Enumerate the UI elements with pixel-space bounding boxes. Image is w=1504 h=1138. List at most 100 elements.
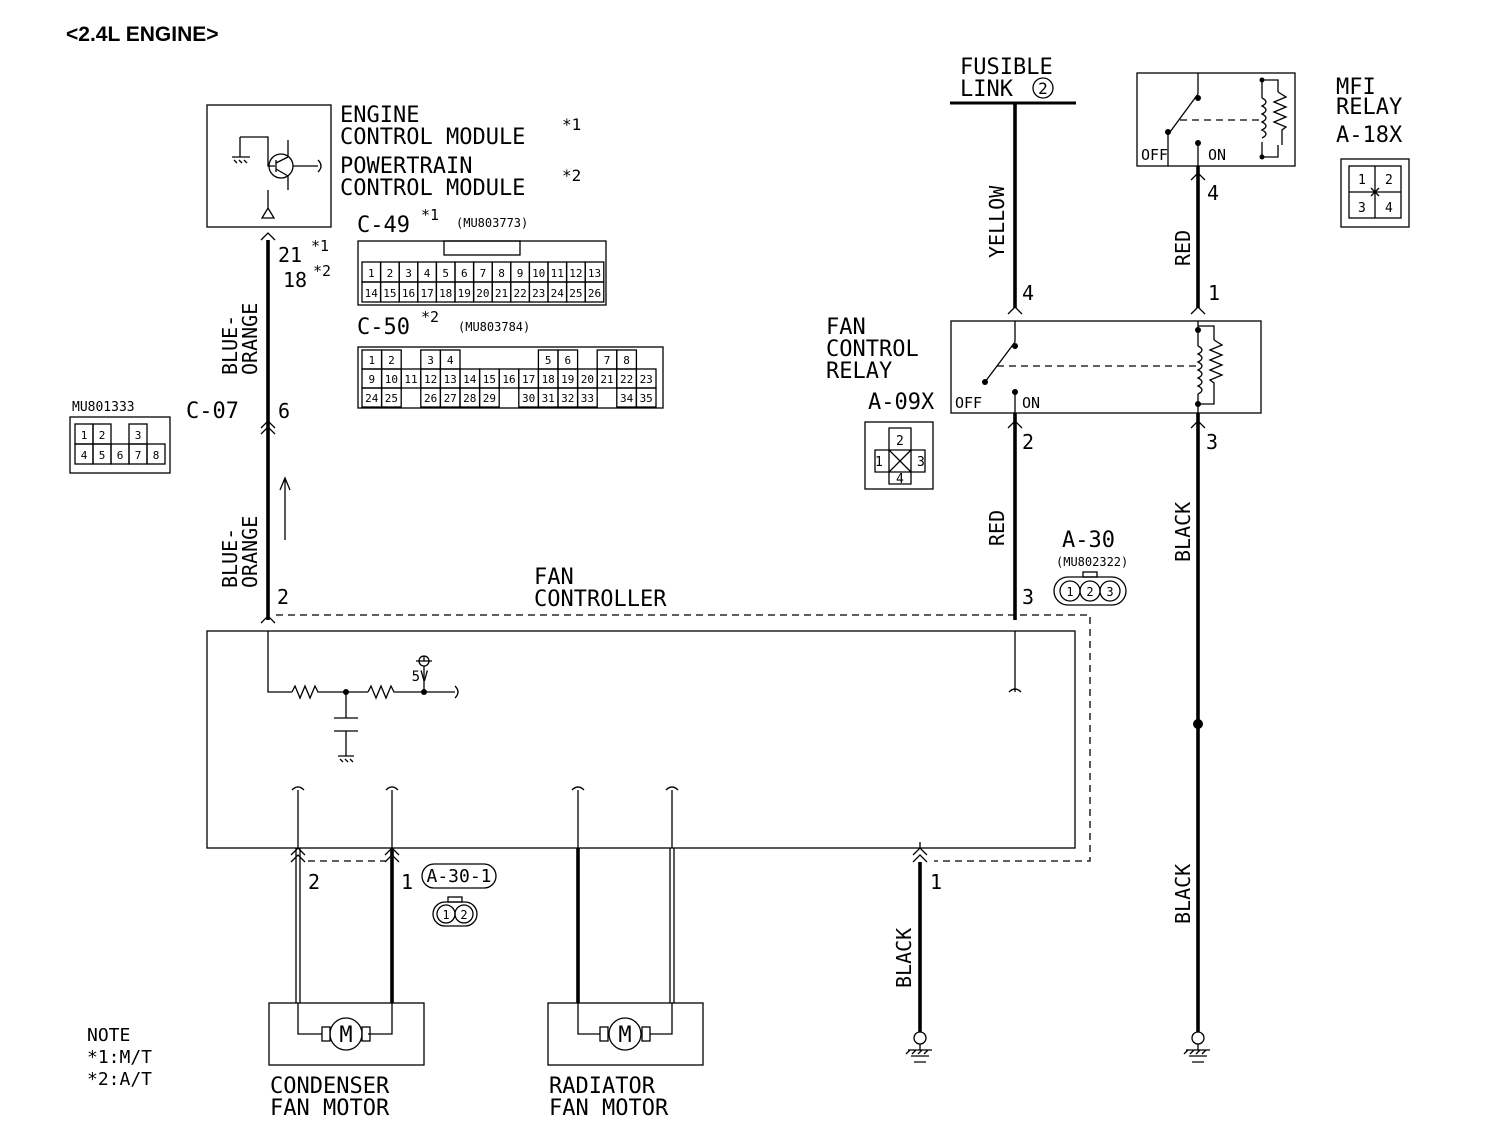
c50-part: (MU803784) [458, 320, 530, 334]
c49-pin-label: 13 [588, 267, 601, 280]
c49-pin-label: 5 [442, 267, 449, 280]
fan-controller-box [206, 630, 1076, 849]
c50-pin-label: 3 [427, 354, 434, 367]
c50-pin-label: 34 [620, 392, 634, 405]
c50-mark: *2 [421, 308, 439, 326]
fusible-number: 2 [1038, 79, 1048, 98]
fcr-grid-1: 1 [875, 455, 883, 470]
c50-pin-label: 4 [447, 354, 454, 367]
a301-pin-1: 1 [401, 870, 413, 894]
condenser-motor-symbol: M [339, 1023, 352, 1048]
c50-pin-label: 29 [483, 392, 496, 405]
c49-pin-label: 14 [365, 287, 379, 300]
ecm-label-line2: CONTROL MODULE [340, 125, 525, 150]
mfi-pin-4: 4 [1207, 181, 1219, 205]
c49-pin-label: 19 [458, 287, 471, 300]
c07-pin-label: 4 [81, 449, 88, 462]
c50-pin-label: 9 [368, 373, 375, 386]
c49-pin-label: 3 [405, 267, 412, 280]
fcr-pin-3: 3 [1206, 430, 1218, 454]
pcm-mark: *2 [562, 166, 581, 185]
c50-pin-label: 19 [561, 373, 574, 386]
c50-pin-label: 2 [388, 354, 395, 367]
wire-label-blue-orange-top: BLUE-ORANGE [218, 303, 262, 375]
c50-pin-label: 17 [522, 373, 535, 386]
c50-pin-label: 1 [368, 354, 375, 367]
c49-pin-label: 20 [476, 287, 489, 300]
fcr-pin-2: 2 [1022, 430, 1034, 454]
condenser-fan-motor [268, 1002, 425, 1066]
fan-controller-label-line1: FAN [534, 565, 574, 590]
fcr-grid-2: 2 [896, 434, 904, 449]
c49-pin-label: 26 [588, 287, 601, 300]
c07-name: C-07 [186, 399, 239, 424]
wire-label-black-upper: BLACK [1171, 502, 1195, 562]
fusible-number-circle [1032, 77, 1054, 99]
ecm-pin-21-mark: *1 [311, 237, 329, 255]
c49-pin-label: 18 [439, 287, 452, 300]
pcm-label-line1: POWERTRAIN [340, 154, 472, 179]
c50-pin-label: 33 [581, 392, 594, 405]
mfi-relay-label-line1: MFI [1336, 75, 1376, 100]
fcr-label-line2: CONTROL [826, 337, 919, 362]
c49-pin-label: 8 [498, 267, 505, 280]
wire-label-black-lower: BLACK [1171, 864, 1195, 924]
note-line1: *1:M/T [87, 1047, 152, 1068]
c07-pin-label: 3 [135, 429, 142, 442]
a301-grid-2: 2 [460, 908, 467, 922]
a301-name-box [421, 863, 497, 889]
c50-pin-label: 21 [600, 373, 613, 386]
mfi-off-label: OFF [1141, 146, 1168, 164]
wire-label-black-fc: BLACK [892, 928, 916, 988]
c49-name: C-49 [357, 213, 410, 238]
a30-pin-3: 3 [1106, 585, 1113, 599]
header-title: <2.4L ENGINE> [66, 23, 219, 46]
c50-cell [380, 387, 402, 408]
c49-pin-label: 15 [383, 287, 396, 300]
mfi-grid-2: 2 [1385, 173, 1393, 188]
c50-pin-label: 18 [542, 373, 555, 386]
wire-radiator-b [669, 848, 675, 1003]
c49-pin-label: 24 [551, 287, 565, 300]
condenser-label-line1: CONDENSER [270, 1074, 390, 1099]
c50-pin-label: 25 [385, 392, 398, 405]
c49-mark: *1 [421, 206, 439, 224]
wire-label-yellow: YELLOW [985, 185, 1009, 258]
signal-arrow [279, 476, 291, 540]
c07-pin-label: 7 [135, 449, 142, 462]
c07-pin-label: 8 [153, 449, 160, 462]
ecm-pin-21: 21 [278, 243, 302, 267]
fc-5v-label: 5V [412, 669, 429, 685]
c50-pin-label: 12 [424, 373, 437, 386]
c50-pin-label: 23 [640, 373, 653, 386]
c50-pin-label: 31 [542, 392, 555, 405]
ecm-pin-18-mark: *2 [313, 262, 331, 280]
radiator-label-line1: RADIATOR [549, 1074, 656, 1099]
c49-pin-label: 12 [569, 267, 582, 280]
c50-pin-label: 11 [404, 373, 417, 386]
c50-pin-label: 20 [581, 373, 594, 386]
fc-dashed-outline [276, 614, 1091, 862]
c50-pin-label: 13 [444, 373, 457, 386]
c49-pin-label: 23 [532, 287, 545, 300]
c50-pin-label: 5 [545, 354, 552, 367]
fcr-grid-3: 3 [917, 455, 925, 470]
connector-marks-bottom [290, 847, 928, 863]
ecm-mark: *1 [562, 115, 581, 134]
c07-pin-label: 1 [81, 429, 88, 442]
note-title: NOTE [87, 1025, 130, 1046]
fcr-label-line1: FAN [826, 315, 866, 340]
radiator-label-line2: FAN MOTOR [549, 1096, 669, 1121]
ecm-label-line1: ENGINE [340, 103, 419, 128]
fan-controller-label-line2: CONTROLLER [534, 587, 667, 612]
c50-pin-label: 7 [604, 354, 611, 367]
c50-pin-label: 32 [561, 392, 574, 405]
wire-condenser-2 [295, 848, 301, 1003]
mfi-relay-connector: 1 2 3 4 [1340, 158, 1410, 228]
ground-icon-fc [905, 1031, 932, 1063]
c50-pin-label: 27 [444, 392, 457, 405]
c50-pin-label: 14 [463, 373, 477, 386]
ecm-pin-18: 18 [283, 268, 307, 292]
c50-pin-label: 24 [365, 392, 379, 405]
